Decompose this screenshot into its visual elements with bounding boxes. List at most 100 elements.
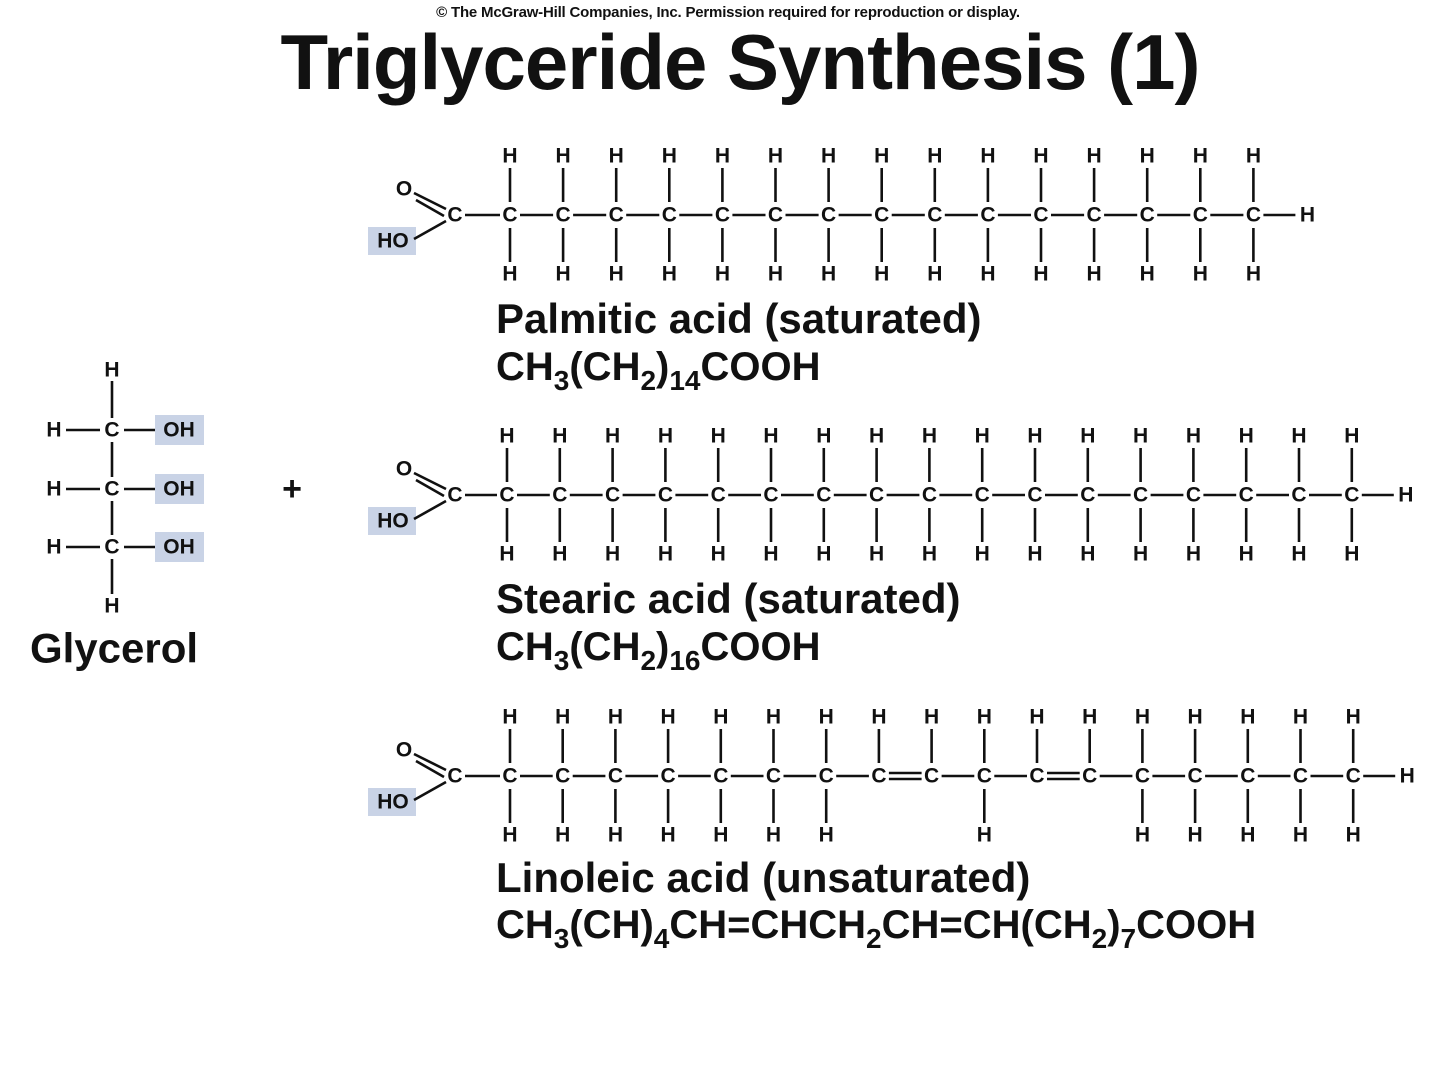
formula-subscript: 16 — [669, 645, 700, 676]
glycerol-side-h: H — [46, 536, 61, 559]
chain-hydrogen-bottom: H — [821, 263, 836, 286]
chain-hydrogen-bottom: H — [1135, 824, 1150, 847]
glycerol-carbon: C — [104, 419, 119, 442]
chain-hydrogen-top: H — [1239, 425, 1254, 448]
page-title: Triglyceride Synthesis (1) — [280, 18, 1200, 106]
carbonyl-oxygen: O — [396, 178, 412, 201]
chain-carbon: C — [661, 765, 676, 788]
chain-hydrogen-bottom: H — [980, 263, 995, 286]
chain-carbon: C — [1193, 204, 1208, 227]
formula-subscript: 3 — [554, 645, 570, 676]
chain-hydrogen-bottom: H — [502, 824, 517, 847]
glycerol-hydroxyl: OH — [163, 536, 195, 559]
chain-hydrogen-bottom: H — [874, 263, 889, 286]
glycerol-hydroxyl: OH — [163, 478, 195, 501]
fatty-acid-name: Linoleic acid (unsaturated) — [496, 854, 1030, 901]
carboxyl-hydroxyl-highlight — [368, 507, 416, 535]
carboxyl-single-bond — [413, 219, 447, 241]
carbonyl-double-bond — [415, 198, 445, 218]
terminal-hydrogen: H — [1400, 765, 1415, 788]
chain-hydrogen-bottom: H — [816, 543, 831, 566]
chain-hydrogen-top: H — [768, 145, 783, 168]
chain-hydrogen-bottom: H — [499, 543, 514, 566]
chain-hydrogen-bottom: H — [922, 543, 937, 566]
chain-carbon: C — [1140, 204, 1155, 227]
chain-hydrogen-bottom: H — [661, 824, 676, 847]
chain-carbon: C — [555, 765, 570, 788]
chain-hydrogen-bottom: H — [977, 824, 992, 847]
chain-carbon: C — [502, 765, 517, 788]
chain-hydrogen-bottom: H — [1027, 543, 1042, 566]
chain-hydrogen-bottom: H — [819, 824, 834, 847]
chain-carbon: C — [502, 204, 517, 227]
chain-hydrogen-top: H — [1080, 425, 1095, 448]
chain-carbon: C — [977, 765, 992, 788]
chain-hydrogen-top: H — [1029, 706, 1044, 729]
chain-hydrogen-top: H — [1087, 145, 1102, 168]
formula-text: (CH — [569, 625, 640, 669]
chain-carbon: C — [768, 204, 783, 227]
chain-hydrogen-top: H — [816, 425, 831, 448]
chain-carbon: C — [609, 204, 624, 227]
chain-carbon: C — [816, 484, 831, 507]
chain-hydrogen-top: H — [711, 425, 726, 448]
fatty-acid-formula: CH3(CH)4CH=CHCH2CH=CH(CH2)7COOH — [496, 903, 1256, 954]
chain-hydrogen-top: H — [1188, 706, 1203, 729]
terminal-hydrogen: H — [1398, 484, 1413, 507]
chain-hydrogen-top: H — [658, 425, 673, 448]
chain-carbon: C — [552, 484, 567, 507]
chain-hydrogen-bottom: H — [555, 824, 570, 847]
chain-hydrogen-top: H — [555, 706, 570, 729]
carboxyl-hydroxyl-highlight — [368, 788, 416, 816]
chain-hydrogen-top: H — [924, 706, 939, 729]
chain-hydrogen-bottom: H — [1080, 543, 1095, 566]
formula-text: (CH — [569, 345, 640, 389]
formula-text: ) — [656, 345, 669, 389]
chain-hydrogen-bottom: H — [1344, 543, 1359, 566]
chain-hydrogen-bottom: H — [869, 543, 884, 566]
chain-hydrogen-bottom: H — [658, 543, 673, 566]
chain-hydrogen-top: H — [556, 145, 571, 168]
chain-hydrogen-top: H — [713, 706, 728, 729]
chain-hydrogen-bottom: H — [763, 543, 778, 566]
chain-hydrogen-bottom: H — [927, 263, 942, 286]
chain-carbon: C — [658, 484, 673, 507]
chain-carbon: C — [605, 484, 620, 507]
chain-carbon: C — [1188, 765, 1203, 788]
chain-hydrogen-top: H — [1346, 706, 1361, 729]
chain-hydrogen-top: H — [977, 706, 992, 729]
chain-hydrogen-bottom: H — [1140, 263, 1155, 286]
chain-hydrogen-bottom: H — [1246, 263, 1261, 286]
chain-hydrogen-bottom: H — [502, 263, 517, 286]
chain-hydrogen-bottom: H — [1346, 824, 1361, 847]
chain-carbon: C — [871, 765, 886, 788]
fatty-acid-formula: CH3(CH2)16COOH — [496, 625, 821, 676]
chain-carbon: C — [874, 204, 889, 227]
chain-carbon: C — [1135, 765, 1150, 788]
formula-text: CH — [496, 625, 554, 669]
formula-subscript: 2 — [866, 923, 882, 954]
formula-subscript: 14 — [669, 365, 701, 396]
chain-hydrogen-top: H — [1186, 425, 1201, 448]
chain-hydrogen-top: H — [821, 145, 836, 168]
chain-hydrogen-top: H — [715, 145, 730, 168]
formula-subscript: 2 — [640, 645, 656, 676]
chain-carbon: C — [1246, 204, 1261, 227]
chain-hydrogen-top: H — [1193, 145, 1208, 168]
chain-hydrogen-top: H — [871, 706, 886, 729]
chain-carbon: C — [1033, 204, 1048, 227]
chain-hydrogen-bottom: H — [1087, 263, 1102, 286]
glycerol-carbon: C — [104, 478, 119, 501]
chain-carbon: C — [556, 204, 571, 227]
fatty-acid-formula: CH3(CH2)14COOH — [496, 345, 821, 396]
formula-text: COOH — [701, 625, 821, 669]
carbonyl-double-bond — [413, 752, 447, 772]
chain-hydrogen-bottom: H — [766, 824, 781, 847]
chain-hydrogen-top: H — [874, 145, 889, 168]
chain-carbon: C — [924, 765, 939, 788]
chain-carbon: C — [713, 765, 728, 788]
